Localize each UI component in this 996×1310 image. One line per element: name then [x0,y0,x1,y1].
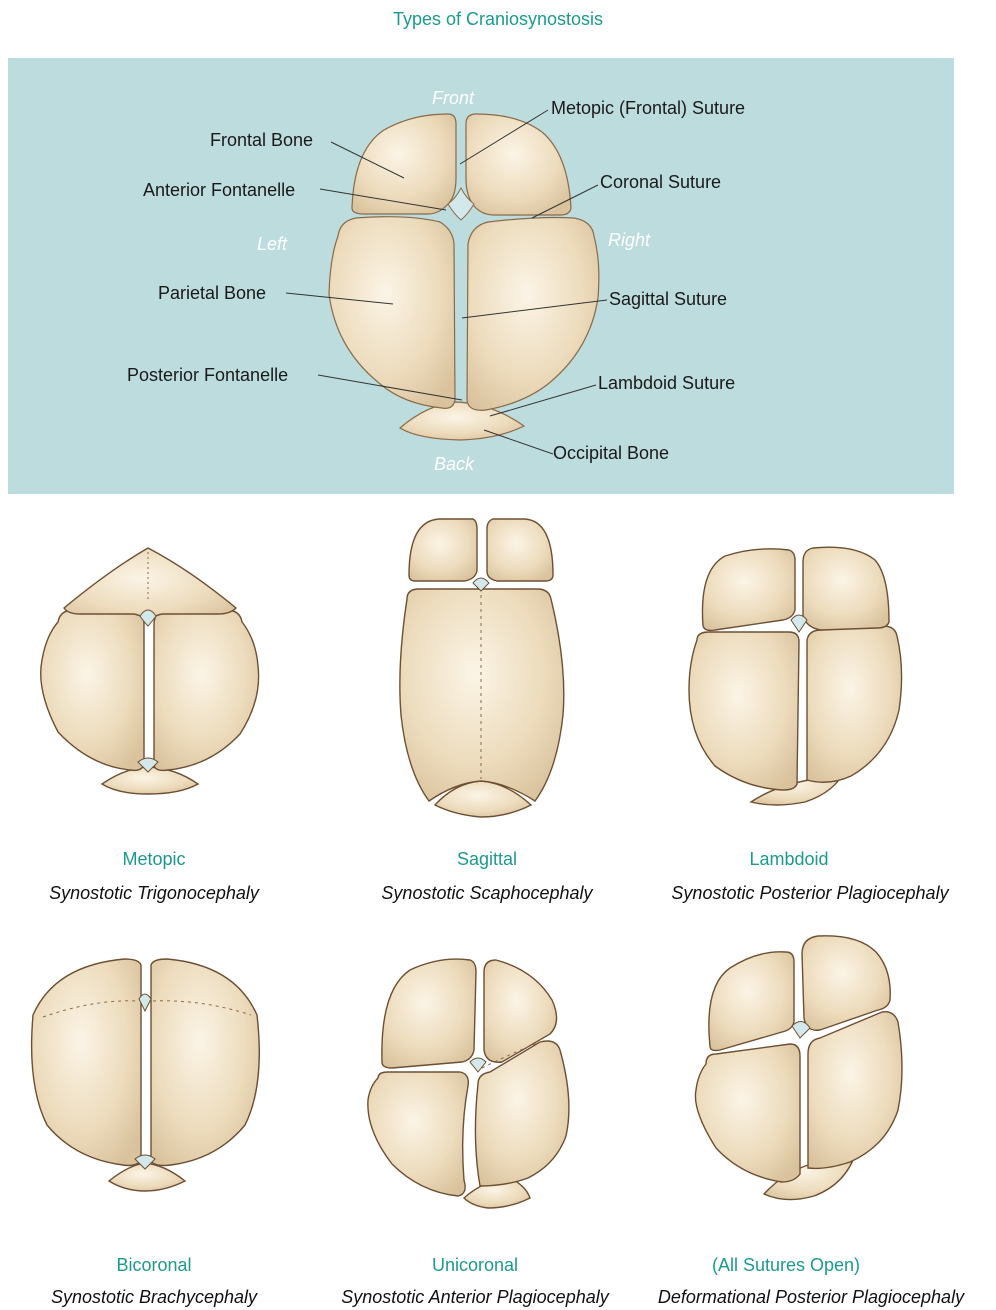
type-6-description: Deformational Posterior Plagiocephaly [631,1286,991,1308]
label-sagittal-suture: Sagittal Suture [609,289,727,309]
label-parietal-bone: Parietal Bone [158,283,266,303]
label-coronal-suture: Coronal Suture [600,172,721,192]
label-posterior-fontanelle: Posterior Fontanelle [127,365,288,385]
type-3-name: Lambdoid [689,848,889,870]
direction-left: Left [257,234,287,254]
type-2-name: Sagittal [387,848,587,870]
type-3-description: Synostotic Posterior Plagiocephaly [640,882,980,904]
page-title: Types of Craniosynostosis [0,9,996,30]
label-frontal-bone: Frontal Bone [210,130,313,150]
type-5-name: Unicoronal [375,1254,575,1276]
deformational-skull-illustration [690,930,905,1215]
type-2-description: Synostotic Scaphocephaly [327,882,647,904]
type-4-description: Synostotic Brachycephaly [4,1286,304,1308]
unicoronal-skull-illustration [360,950,575,1215]
label-lambdoid-suture: Lambdoid Suture [598,373,735,393]
direction-right: Right [608,230,650,250]
label-anterior-fontanelle: Anterior Fontanelle [143,180,295,200]
anatomy-panel: Front Back Left Right Frontal Bone Anter… [8,58,954,494]
left-frontal-shape [352,114,456,214]
occipital-bone-shape [400,402,524,440]
right-parietal-shape [467,218,599,411]
direction-back: Back [434,454,474,474]
type-5-description: Synostotic Anterior Plagiocephaly [305,1286,645,1308]
type-6-name: (All Sutures Open) [686,1254,886,1276]
type-4-name: Bicoronal [54,1254,254,1276]
label-occipital-bone: Occipital Bone [553,443,669,463]
lambdoid-skull-illustration [685,540,905,815]
type-1-name: Metopic [54,848,254,870]
right-frontal-shape [466,114,571,215]
sagittal-skull-illustration [395,515,570,825]
type-1-description: Synostotic Trigonocephaly [4,882,304,904]
metopic-skull-illustration [30,540,270,805]
bicoronal-skull-illustration [25,955,270,1195]
anatomy-skull-diagram [8,58,954,494]
left-parietal-shape [329,217,455,409]
direction-front: Front [432,88,474,108]
label-metopic-suture: Metopic (Frontal) Suture [551,98,745,118]
